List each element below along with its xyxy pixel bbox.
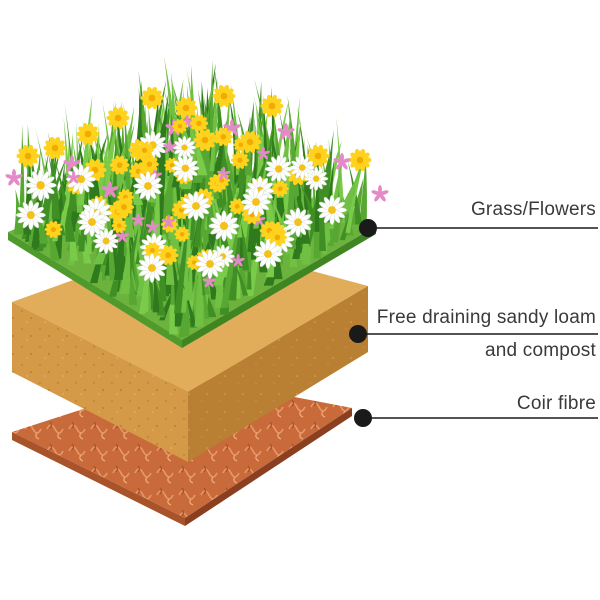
pink-star-flower-icon xyxy=(5,169,23,186)
label-grass-flowers: Grass/Flowers xyxy=(470,199,596,220)
daisy-icon xyxy=(253,239,283,269)
leader-lines xyxy=(349,219,598,427)
daisy-icon xyxy=(24,169,57,202)
grass-blade xyxy=(357,156,367,233)
buttercup-icon xyxy=(76,122,100,146)
grass-blade xyxy=(163,56,180,162)
grass-blade xyxy=(66,160,74,229)
grass-blade xyxy=(13,189,24,235)
pink-star-flower-icon xyxy=(202,274,216,288)
pink-star-flower-icon xyxy=(131,213,145,226)
grass-blade xyxy=(194,243,204,327)
daisy-icon xyxy=(77,207,107,237)
buttercup-icon xyxy=(271,180,289,197)
buttercup-icon xyxy=(213,127,234,147)
daisy-icon xyxy=(317,195,347,225)
pink-star-flower-icon xyxy=(161,214,176,228)
pink-star-flower-icon xyxy=(145,219,160,233)
grass-blade xyxy=(31,176,42,248)
label-coir-fibre: Coir fibre xyxy=(516,393,596,414)
pink-star-flower-icon xyxy=(217,166,231,180)
buttercup-icon xyxy=(44,221,63,239)
grass-blade xyxy=(240,220,250,271)
grass-blade xyxy=(230,83,242,176)
coir-front-face xyxy=(12,432,185,526)
pink-star-flower-icon xyxy=(256,146,270,160)
leader-dot-icon xyxy=(349,325,367,343)
soil-side-texture xyxy=(188,286,368,462)
daisy-icon xyxy=(171,154,200,183)
daisy-icon xyxy=(283,207,313,237)
grass-blade xyxy=(329,196,343,243)
coir-side-face xyxy=(185,408,352,526)
buttercup-icon xyxy=(144,242,161,259)
label-sandy-loam-line1: Free draining sandy loam xyxy=(376,307,596,328)
daisy-icon xyxy=(289,155,315,181)
leader-dot-icon xyxy=(359,219,377,237)
pink-star-flower-icon xyxy=(66,170,81,184)
buttercup-icon xyxy=(111,218,127,234)
grass-blade xyxy=(54,160,76,242)
grass-blade xyxy=(127,160,137,221)
grass-blade xyxy=(189,126,208,176)
pink-star-flower-icon xyxy=(163,139,177,153)
grass-blade xyxy=(299,137,305,218)
buttercup-icon xyxy=(106,106,130,130)
pink-star-flower-icon xyxy=(231,253,245,267)
grass-mat-front xyxy=(8,232,182,348)
grass-blade xyxy=(152,271,160,313)
buttercup-icon xyxy=(230,151,250,169)
grass-blade xyxy=(315,141,327,252)
leader-dot-icon xyxy=(354,409,372,427)
pink-star-flower-icon xyxy=(333,153,351,170)
grass-blade xyxy=(123,102,132,208)
daisy-icon xyxy=(241,187,271,217)
grass-blade xyxy=(263,183,285,227)
buttercup-icon xyxy=(172,118,188,134)
daisy-icon xyxy=(208,210,240,242)
daisy-icon xyxy=(133,171,163,201)
pink-star-flower-icon xyxy=(371,185,389,202)
flowers xyxy=(5,84,389,288)
soil-front-texture xyxy=(12,302,188,462)
buttercup-icon xyxy=(238,130,262,154)
grass-blade xyxy=(178,271,189,313)
pink-star-flower-icon xyxy=(277,123,295,140)
buttercup-icon xyxy=(189,114,209,133)
daisy-icon xyxy=(65,164,97,195)
daisy-icon xyxy=(264,154,293,184)
pink-star-flower-icon xyxy=(101,181,119,198)
grass-blade xyxy=(296,176,318,223)
buttercup-icon xyxy=(212,84,236,108)
daisy-icon xyxy=(195,249,225,279)
grass-blade xyxy=(151,161,165,241)
grass-blade xyxy=(95,110,119,220)
buttercup-icon xyxy=(43,136,67,160)
label-sandy-loam-line2: and compost xyxy=(485,340,596,361)
buttercup-icon xyxy=(135,141,154,160)
daisy-icon xyxy=(137,253,167,283)
grass-mat-side xyxy=(182,226,376,348)
grass-blade xyxy=(113,188,125,280)
buttercup-icon xyxy=(140,86,164,110)
grass-blade xyxy=(345,171,360,233)
buttercup-icon xyxy=(348,148,372,172)
buttercup-icon xyxy=(16,144,40,168)
daisy-icon xyxy=(181,191,211,221)
buttercup-icon xyxy=(233,137,249,153)
buttercup-icon xyxy=(267,228,288,247)
buttercup-icon xyxy=(260,94,284,118)
buttercup-icon xyxy=(174,226,191,242)
buttercup-icon xyxy=(157,245,179,266)
buttercup-icon xyxy=(228,198,246,215)
daisy-icon xyxy=(93,227,120,255)
buttercup-icon xyxy=(113,197,135,217)
buttercup-icon xyxy=(109,155,130,175)
daisy-icon xyxy=(172,135,197,160)
grass-blade xyxy=(226,246,249,296)
grass-blade xyxy=(119,237,131,295)
daisy-icon xyxy=(15,200,46,230)
buttercup-icon xyxy=(193,128,217,152)
